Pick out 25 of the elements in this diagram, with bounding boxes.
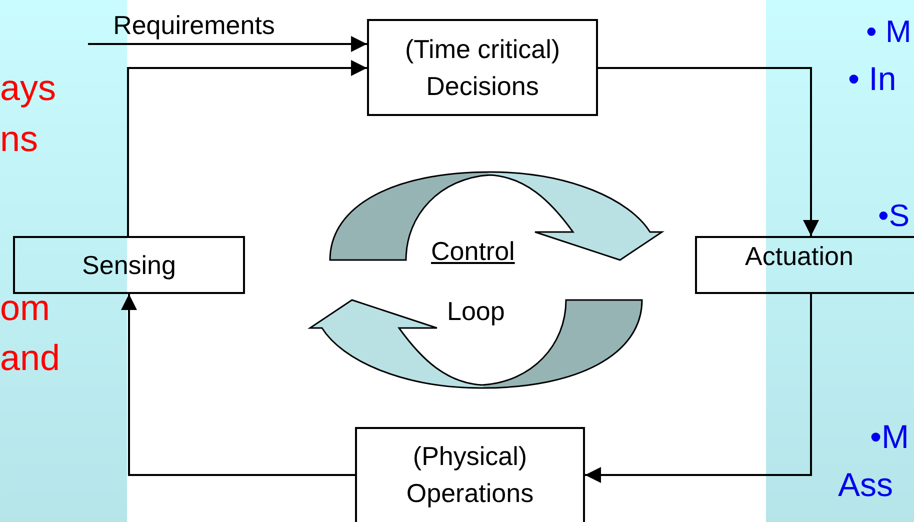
text-fragment: • In (848, 62, 896, 95)
text-fragment: Ass (838, 468, 894, 501)
process-box (695, 236, 914, 294)
node-text: Actuation (745, 240, 854, 273)
text-fragment: • M (866, 16, 912, 47)
text-fragment: ns (0, 121, 38, 157)
process-box (355, 427, 585, 522)
node-text: (Time critical) Decisions (404, 33, 562, 102)
node-text: Requirements (113, 8, 275, 42)
diagram-label: Loop (447, 298, 505, 324)
text-fragment: om (0, 290, 50, 326)
process-box (367, 19, 598, 116)
process-box (13, 236, 245, 294)
node-text: Sensing (82, 248, 176, 282)
arrow (121, 294, 355, 476)
node-text: (Physical) Operations (405, 440, 535, 510)
arrow (127, 60, 367, 236)
diagram-label: Control (431, 238, 515, 264)
text-fragment: and (0, 340, 60, 376)
arrow (598, 67, 819, 236)
text-fragment: •S (878, 200, 910, 231)
text-fragment: •M (870, 420, 910, 453)
text-fragment: ays (0, 70, 56, 106)
arrow (585, 294, 812, 483)
arrow (88, 36, 367, 52)
